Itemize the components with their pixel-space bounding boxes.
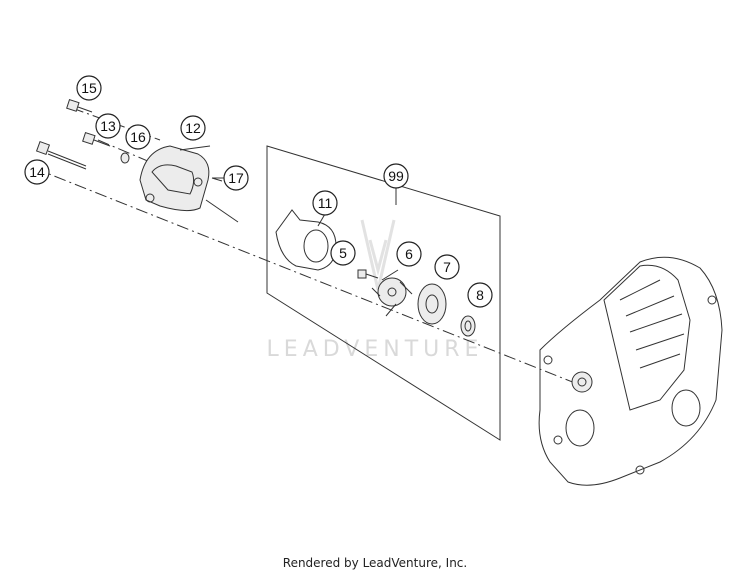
seal-7 bbox=[417, 283, 447, 325]
callout-7: 7 bbox=[434, 254, 460, 280]
callout-17: 17 bbox=[223, 165, 249, 191]
kit-99-outline bbox=[266, 145, 501, 441]
bolt-15 bbox=[66, 99, 93, 113]
svg-text:12: 12 bbox=[185, 120, 201, 136]
svg-text:14: 14 bbox=[29, 164, 45, 180]
svg-text:17: 17 bbox=[228, 170, 244, 186]
callout-99: 99 bbox=[383, 163, 409, 189]
washer-16 bbox=[120, 152, 130, 164]
svg-text:13: 13 bbox=[100, 118, 116, 134]
leader-lines bbox=[179, 145, 397, 227]
impeller-6 bbox=[371, 269, 413, 317]
screw-5 bbox=[357, 269, 379, 279]
assembly-axis bbox=[33, 167, 581, 386]
svg-text:99: 99 bbox=[388, 168, 404, 184]
pump-cover-12 bbox=[139, 145, 239, 223]
footer-credit: Rendered by LeadVenture, Inc. bbox=[282, 556, 468, 570]
watermark: LEADVENTURE bbox=[267, 219, 484, 362]
callout-8: 8 bbox=[467, 282, 493, 308]
callout-14: 14 bbox=[24, 159, 50, 185]
callout-15: 15 bbox=[76, 75, 102, 101]
callout-6: 6 bbox=[396, 241, 422, 267]
callout-13: 13 bbox=[95, 113, 121, 139]
watermark-text: LEADVENTURE bbox=[267, 337, 484, 362]
bolt-axis-mid bbox=[97, 139, 151, 163]
svg-text:15: 15 bbox=[81, 80, 97, 96]
clutch-cover bbox=[538, 256, 723, 486]
callout-5: 5 bbox=[330, 240, 356, 266]
svg-text:6: 6 bbox=[405, 246, 413, 262]
svg-text:8: 8 bbox=[476, 287, 484, 303]
seal-ring-8 bbox=[460, 315, 476, 337]
callout-11: 11 bbox=[312, 190, 338, 216]
svg-text:7: 7 bbox=[443, 259, 451, 275]
gasket-11 bbox=[275, 209, 337, 271]
svg-text:11: 11 bbox=[318, 195, 333, 211]
callout-16: 16 bbox=[125, 124, 151, 150]
bolt-14 bbox=[35, 140, 87, 170]
bolt-13 bbox=[82, 132, 111, 147]
svg-text:16: 16 bbox=[130, 129, 146, 145]
callout-12: 12 bbox=[180, 115, 206, 141]
svg-text:5: 5 bbox=[339, 245, 347, 261]
